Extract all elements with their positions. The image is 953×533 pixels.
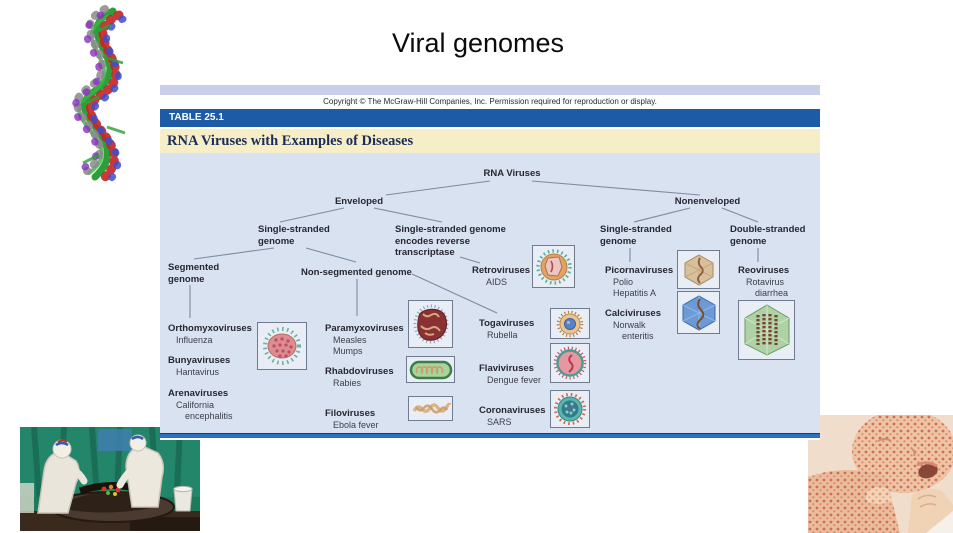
virus-disease: Rotavirus	[746, 276, 785, 287]
tree-node-ds-genome: Double-stranded genome	[730, 224, 806, 247]
tree-connector-lines	[189, 180, 759, 318]
virus-disease: Polio	[613, 276, 634, 287]
tree-node-nonsegmented-genome: Non-segmented genome	[301, 267, 412, 278]
virus-disease: Measles	[333, 334, 367, 345]
picornavirus-virion-icon	[677, 250, 720, 289]
virus-family-name: Calciviruses	[605, 308, 661, 319]
virus-group-togaviruses: Togaviruses Rubella	[479, 318, 534, 341]
tree-node-enveloped: Enveloped	[334, 196, 384, 207]
ebola-outbreak-photo	[20, 427, 200, 531]
virus-group-rhabdoviruses: Rhabdoviruses Rabies	[325, 366, 394, 389]
bucket-detail	[173, 485, 193, 512]
virus-family-name: Arenaviruses	[168, 388, 229, 399]
coronavirus-virion-icon	[550, 390, 590, 428]
table-top-strip	[160, 85, 820, 95]
virus-group-coronaviruses: Coronaviruses SARS	[479, 405, 546, 428]
table-25-1-figure: Copyright © The McGraw-Hill Companies, I…	[160, 85, 820, 440]
table-number-bar: TABLE 25.1	[160, 109, 820, 127]
reovirus-virion-icon	[738, 300, 795, 360]
tree-node-nonenveloped: Nonenveloped	[674, 196, 741, 207]
virus-group-paramyxoviruses: Paramyxoviruses Measles Mumps	[325, 323, 404, 358]
virus-group-filoviruses: Filoviruses Ebola fever	[325, 408, 379, 431]
flavivirus-virion-icon	[550, 343, 590, 383]
virus-group-calciviruses: Calciviruses Norwalk enteritis	[605, 308, 661, 343]
virus-family-name: Reoviruses	[738, 265, 790, 276]
table-title-bar: RNA Viruses with Examples of Diseases	[160, 129, 820, 153]
tree-node-rna-viruses: RNA Viruses	[483, 168, 541, 179]
table-bottom-rule	[160, 433, 820, 438]
virus-disease: California	[176, 399, 215, 410]
retrovirus-virion-icon	[532, 245, 575, 288]
virus-family-name: Retroviruses	[472, 265, 531, 276]
virus-disease: enteritis	[622, 331, 654, 341]
influenza-virion-icon	[257, 322, 307, 370]
virus-disease: Dengue fever	[487, 374, 542, 385]
tree-node-ss-genome-right: Single-stranded genome	[600, 224, 672, 247]
virus-group-reoviruses: Reoviruses Rotavirus diarrhea	[738, 265, 789, 300]
virus-group-bunyaviruses: Bunyaviruses Hantavirus	[168, 355, 230, 378]
right-suited-worker	[116, 434, 165, 508]
virus-family-name: Picornaviruses	[605, 265, 674, 276]
virus-disease: encephalitis	[185, 411, 233, 421]
tree-node-segmented-genome: Segmented genome	[168, 262, 220, 285]
virus-disease: Norwalk	[613, 319, 646, 330]
virus-disease: SARS	[487, 416, 512, 427]
virus-family-name: Paramyxoviruses	[325, 323, 404, 334]
measles-baby-photo	[808, 415, 953, 533]
virus-family-name: Coronaviruses	[479, 405, 546, 416]
virus-family-name: Rhabdoviruses	[325, 366, 394, 377]
filovirus-virion-icon	[408, 396, 453, 421]
virus-family-name: Togaviruses	[479, 318, 535, 329]
virus-disease: Hepatitis A	[613, 288, 657, 298]
rna-helix-image	[15, 5, 165, 185]
virus-group-flaviviruses: Flaviviruses Dengue fever	[479, 363, 541, 386]
calcivirus-virion-icon	[677, 291, 720, 334]
slide-title: Viral genomes	[391, 28, 565, 58]
virus-family-name: Flaviviruses	[479, 363, 534, 374]
togavirus-virion-icon	[550, 308, 590, 339]
virus-disease: diarrhea	[755, 288, 789, 298]
virus-disease: Rabies	[333, 377, 362, 388]
tree-node-ss-reverse-transcriptase: Single-stranded genome encodes reverse t…	[395, 224, 506, 258]
virus-group-picornaviruses: Picornaviruses Polio Hepatitis A	[605, 265, 673, 300]
virus-disease: Influenza	[176, 334, 213, 345]
virus-disease: Hantavirus	[176, 366, 220, 377]
virus-group-orthomyxoviruses: Orthomyxoviruses Influenza	[168, 323, 252, 346]
virus-family-name: Orthomyxoviruses	[168, 323, 252, 334]
virus-family-name: Filoviruses	[325, 408, 376, 419]
copyright-line: Copyright © The McGraw-Hill Companies, I…	[160, 95, 820, 109]
virus-group-retroviruses: Retroviruses AIDS	[472, 265, 530, 288]
virus-disease: Mumps	[333, 346, 363, 356]
virus-group-arenaviruses: Arenaviruses California encephalitis	[168, 388, 233, 423]
left-suited-worker	[37, 439, 88, 514]
virus-family-name: Bunyaviruses	[168, 355, 231, 366]
paramyxovirus-virion-icon	[408, 300, 453, 348]
virus-disease: Rubella	[487, 329, 518, 340]
virus-disease: Ebola fever	[333, 419, 379, 430]
tree-node-ss-genome-left: Single-stranded genome	[258, 224, 330, 247]
rhabdovirus-virion-icon	[406, 356, 455, 383]
flowers-detail	[101, 484, 121, 496]
virus-disease: AIDS	[486, 276, 508, 287]
